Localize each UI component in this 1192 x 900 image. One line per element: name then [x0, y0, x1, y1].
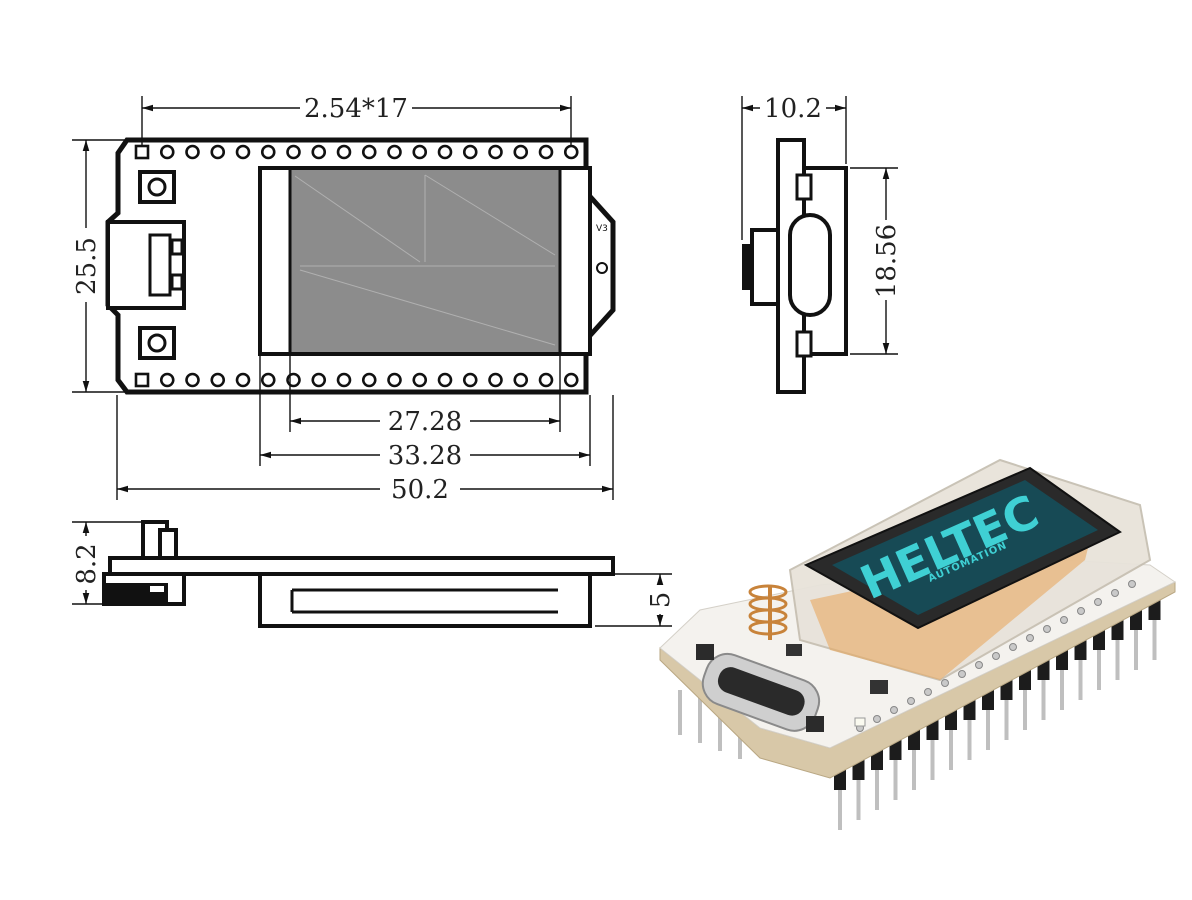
- front-display: [258, 572, 592, 628]
- photo-pin-hole: [1043, 625, 1051, 633]
- header-pin: [159, 372, 175, 388]
- photo-pin-hole: [1009, 643, 1017, 651]
- header-pin: [513, 372, 529, 388]
- photo-antenna: [748, 584, 788, 640]
- header-pin: [311, 372, 327, 388]
- header-pin: [336, 372, 352, 388]
- header-pin: [563, 144, 579, 160]
- header-pin: [387, 144, 402, 160]
- header-pin: [185, 144, 200, 160]
- svg-text:10.2: 10.2: [764, 94, 822, 124]
- svg-text:27.28: 27.28: [388, 407, 462, 437]
- dim-board-width: 25.5: [72, 139, 125, 393]
- front-view: 8.2 5: [72, 520, 676, 628]
- header-pin: [210, 372, 226, 388]
- side-view: 10.2 18.56: [741, 94, 902, 394]
- dim-side-thickness: 10.2: [741, 94, 847, 240]
- svg-text:V3: V3: [596, 224, 608, 234]
- photo-pin-hole: [907, 697, 915, 705]
- product-photo: HELTEC AUTOMATION: [659, 458, 1176, 830]
- header-pin: [235, 144, 251, 160]
- side-antenna-spring: [788, 213, 832, 317]
- photo-pin-hole: [890, 706, 898, 714]
- top-view: V3 2.54*17 25.5 27.28: [72, 94, 616, 505]
- header-pin: [488, 372, 503, 388]
- svg-text:2.54*17: 2.54*17: [304, 94, 408, 124]
- dim-pin-pitch: 2.54*17: [141, 94, 572, 146]
- prg-button: [138, 326, 176, 360]
- front-pcb: [108, 556, 615, 576]
- header-pin: [336, 144, 352, 160]
- dim-height-screen: 5: [595, 573, 676, 627]
- header-pin: [462, 372, 478, 388]
- svg-text:25.5: 25.5: [72, 237, 102, 295]
- dim-height-total: 8.2: [72, 521, 143, 605]
- header-pin: [437, 372, 453, 388]
- side-usb: [750, 228, 780, 306]
- svg-text:5: 5: [646, 592, 676, 609]
- header-pin: [311, 144, 327, 160]
- header-pin: [210, 144, 226, 160]
- photo-pin-hole: [992, 652, 1000, 660]
- photo-pin-hole: [873, 715, 881, 723]
- header-pin: [361, 144, 377, 160]
- header-pin: [387, 372, 402, 388]
- dim-side-height: 18.56: [850, 167, 902, 355]
- photo-pin-hole: [1077, 607, 1085, 615]
- header-pin: [185, 372, 200, 388]
- header-pin: [286, 144, 301, 160]
- photo-pin-hole: [958, 670, 966, 678]
- photo-pin-hole: [1128, 580, 1136, 588]
- header-pin-square: [134, 144, 150, 160]
- pin-header-bottom: [134, 372, 579, 388]
- photo-pin-hole: [924, 688, 932, 696]
- photo-pin-hole: [1111, 589, 1119, 597]
- svg-text:33.28: 33.28: [388, 441, 462, 471]
- dim-board-length: 50.2: [116, 395, 614, 505]
- svg-text:50.2: 50.2: [391, 475, 449, 505]
- header-pin: [361, 372, 377, 388]
- header-pin-square: [134, 372, 150, 388]
- header-pin: [260, 144, 276, 160]
- header-pin: [412, 144, 428, 160]
- reset-button: [138, 170, 176, 204]
- photo-pin-hole: [975, 661, 983, 669]
- header-pin: [488, 144, 503, 160]
- usb-c-connector: [106, 220, 186, 310]
- header-pin: [538, 372, 554, 388]
- dim-display-outer: 33.28: [259, 356, 591, 471]
- header-pin: [513, 144, 529, 160]
- header-pin: [412, 372, 428, 388]
- header-pin: [260, 372, 276, 388]
- v3-marking: V3: [596, 224, 608, 274]
- header-pin: [538, 144, 554, 160]
- photo-pin-hole: [1060, 616, 1068, 624]
- header-pin: [437, 144, 453, 160]
- header-pin: [159, 144, 175, 160]
- svg-text:18.56: 18.56: [872, 224, 902, 298]
- svg-text:8.2: 8.2: [72, 543, 102, 584]
- photo-pin-hole: [1026, 634, 1034, 642]
- header-pin: [235, 372, 251, 388]
- photo-pin-hole: [1094, 598, 1102, 606]
- photo-pin-hole: [941, 679, 949, 687]
- header-pin: [563, 372, 579, 388]
- dim-display-active: 27.28: [289, 356, 561, 437]
- photo-usb-c: [701, 652, 821, 732]
- header-pin: [462, 144, 478, 160]
- oled-display: [258, 166, 592, 356]
